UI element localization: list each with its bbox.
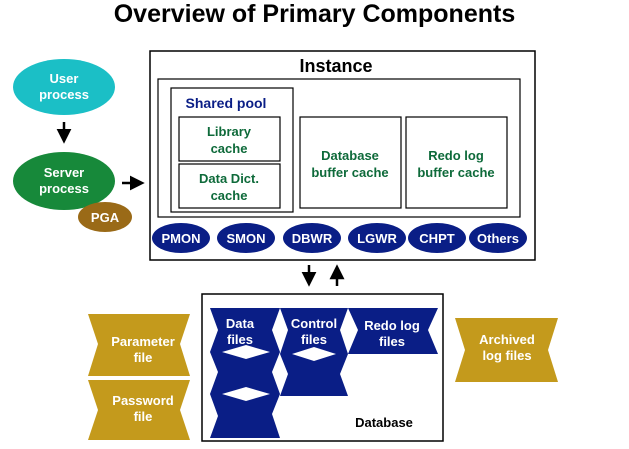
- password-file-label-2: file: [134, 409, 153, 424]
- database-buffer-cache-box: [299, 116, 402, 209]
- chpt-process: [408, 223, 466, 253]
- password-file-label-1: Password: [112, 393, 173, 408]
- server-process-node: [13, 152, 115, 210]
- diagram-title: Overview of Primary Components: [113, 0, 516, 28]
- data-dict-cache-label-1: Data Dict.: [199, 171, 259, 186]
- redo-log-buffer-cache-box: [405, 116, 508, 209]
- parameter-file-shape: [88, 314, 190, 376]
- user-process-label-1: User: [50, 71, 79, 86]
- database-label: Database: [355, 415, 413, 430]
- server-process-label-2: process: [39, 181, 89, 196]
- pga-label: PGA: [91, 210, 120, 225]
- others-process: [469, 223, 527, 253]
- user-process-label-2: process: [39, 87, 89, 102]
- data-files-seams: [222, 345, 270, 401]
- parameter-file-label-2: file: [134, 350, 153, 365]
- user-process-node: [13, 59, 115, 115]
- archived-log-files-shape: [455, 318, 558, 382]
- data-files-label-1: Data: [226, 316, 255, 331]
- data-dict-cache-box: [178, 163, 281, 209]
- background-processes-row: PMON SMON DBWR LGWR CHPT Others: [152, 223, 527, 253]
- redo-log-buffer-cache-label-1: Redo log: [428, 148, 484, 163]
- control-files-label-2: files: [301, 332, 327, 347]
- library-cache-label-2: cache: [211, 141, 248, 156]
- others-label: Others: [477, 231, 519, 246]
- data-files-shape: [210, 308, 280, 438]
- pmon-label: PMON: [162, 231, 201, 246]
- database-buffer-cache-label-1: Database: [321, 148, 379, 163]
- redo-log-files-label-1: Redo log: [364, 318, 420, 333]
- shared-pool-label: Shared pool: [186, 95, 267, 111]
- redo-log-files-label-2: files: [379, 334, 405, 349]
- pmon-process: [152, 223, 210, 253]
- parameter-file-label-1: Parameter: [111, 334, 175, 349]
- control-files-label-1: Control: [291, 316, 337, 331]
- archived-log-files-label-1: Archived: [479, 332, 535, 347]
- chpt-label: CHPT: [419, 231, 454, 246]
- database-buffer-cache-label-2: buffer cache: [311, 165, 388, 180]
- dbwr-process: [283, 223, 341, 253]
- redo-log-files-shape: [348, 308, 438, 354]
- library-cache-label-1: Library: [207, 124, 252, 139]
- smon-label: SMON: [227, 231, 266, 246]
- password-file-shape: [88, 380, 190, 440]
- lgwr-process: [348, 223, 406, 253]
- data-dict-cache-label-2: cache: [211, 188, 248, 203]
- redo-log-buffer-cache-label-2: buffer cache: [417, 165, 494, 180]
- library-cache-box: [178, 116, 281, 162]
- smon-process: [217, 223, 275, 253]
- archived-log-files-label-2: log files: [482, 348, 531, 363]
- instance-label: Instance: [299, 56, 372, 76]
- pga-node: [78, 202, 132, 232]
- dbwr-label: DBWR: [292, 231, 333, 246]
- data-files-label-2: files: [227, 332, 253, 347]
- control-files-seam: [292, 347, 336, 361]
- server-process-label-1: Server: [44, 165, 84, 180]
- lgwr-label: LGWR: [357, 231, 397, 246]
